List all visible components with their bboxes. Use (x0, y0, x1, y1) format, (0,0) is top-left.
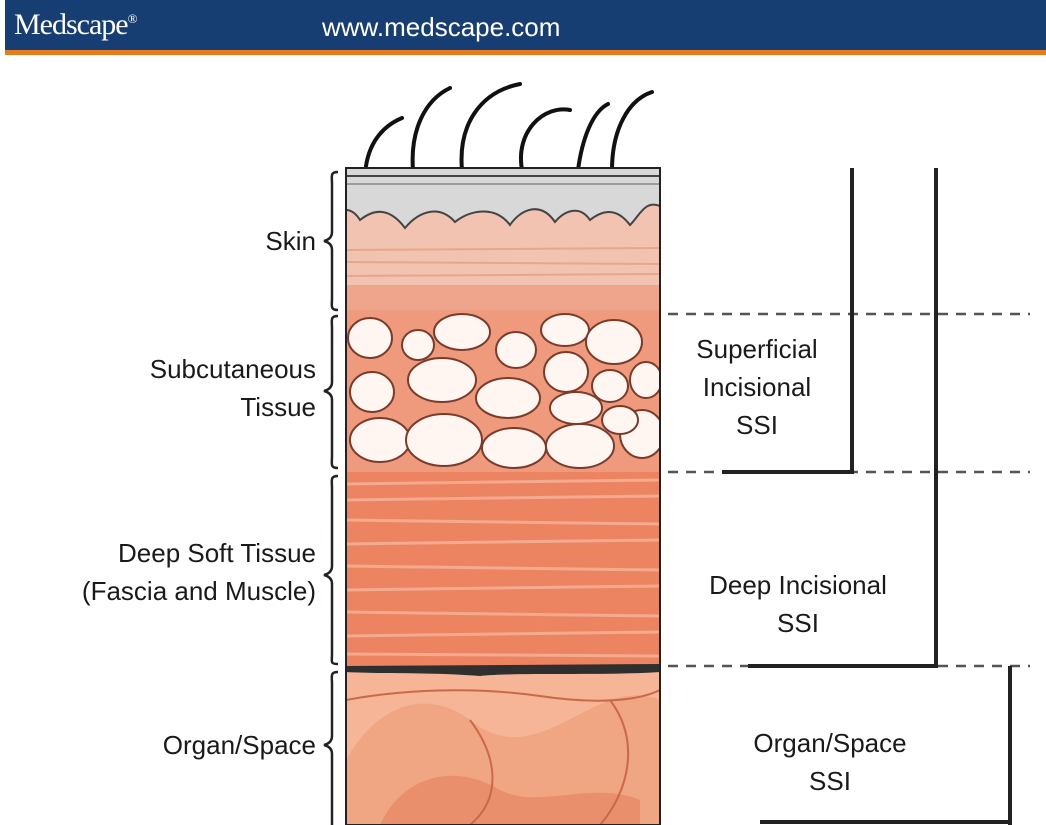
label-superficial-ssi: Superficial Incisional SSI (672, 330, 842, 444)
label-organ-space-ssi: Organ/Space SSI (730, 724, 930, 800)
label-line: SSI (672, 406, 842, 444)
label-line: Subcutaneous (150, 350, 316, 388)
label-organ-space: Organ/Space (163, 726, 316, 764)
label-line: Skin (265, 222, 316, 260)
label-line: Incisional (672, 368, 842, 406)
layer-brackets (324, 172, 338, 825)
label-subcutaneous: Subcutaneous Tissue (150, 350, 316, 426)
label-line: SSI (680, 604, 916, 642)
label-skin: Skin (265, 222, 316, 260)
label-line: Deep Soft Tissue (82, 534, 316, 572)
label-line: (Fascia and Muscle) (82, 572, 316, 610)
label-line: Organ/Space (730, 724, 930, 762)
label-line: Deep Incisional (680, 566, 916, 604)
label-line: Organ/Space (163, 726, 316, 764)
label-deep-incisional-ssi: Deep Incisional SSI (680, 566, 916, 642)
hair (366, 84, 652, 170)
label-deep-soft-tissue: Deep Soft Tissue (Fascia and Muscle) (82, 534, 316, 610)
label-line: Superficial (672, 330, 842, 368)
tissue-column (346, 168, 664, 825)
label-line: SSI (730, 762, 930, 800)
label-line: Tissue (150, 388, 316, 426)
